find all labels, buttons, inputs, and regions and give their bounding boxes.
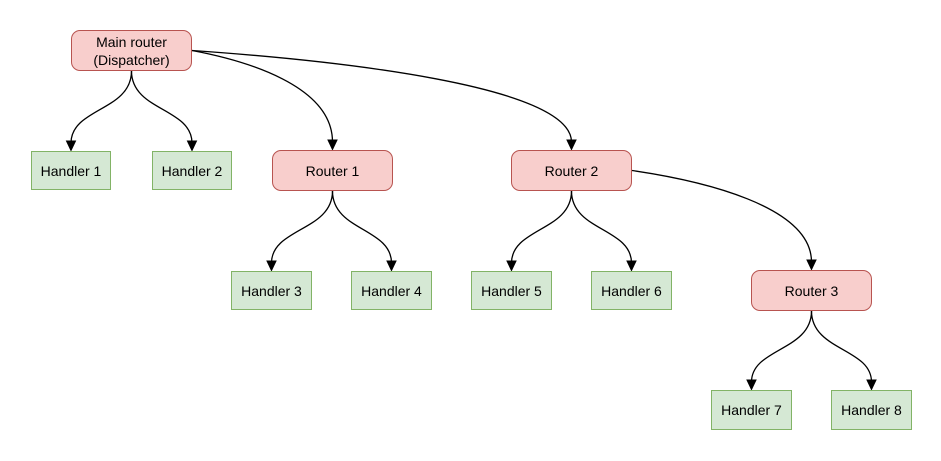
edge-router-3-to-handler-8 <box>810 310 873 383</box>
edge-main-router-to-router-2 <box>191 49 573 143</box>
arrowhead-icon <box>746 379 757 391</box>
edge-router-2-to-router-3 <box>631 169 813 263</box>
arrowhead-icon <box>506 260 517 272</box>
arrowhead-icon <box>806 259 817 271</box>
edge-router-1-to-handler-3 <box>270 190 334 264</box>
arrowhead-icon <box>186 140 198 152</box>
edge-main-router-to-handler-1 <box>70 70 133 144</box>
edge-router-3-to-handler-7 <box>750 310 813 383</box>
edge-main-router-to-handler-2 <box>130 70 193 144</box>
arrowhead-icon <box>866 379 877 391</box>
arrowhead-icon <box>65 140 77 152</box>
arrowhead-icon <box>566 139 577 151</box>
edge-router-1-to-handler-4 <box>331 190 393 264</box>
edge-router-2-to-handler-5 <box>510 190 573 264</box>
arrowhead-icon <box>386 260 397 272</box>
edge-router-2-to-handler-6 <box>570 190 633 264</box>
arrowhead-icon <box>266 260 277 272</box>
edge-main-router-to-router-1 <box>191 49 334 143</box>
arrowhead-icon <box>327 139 338 151</box>
arrowhead-icon <box>626 260 637 272</box>
